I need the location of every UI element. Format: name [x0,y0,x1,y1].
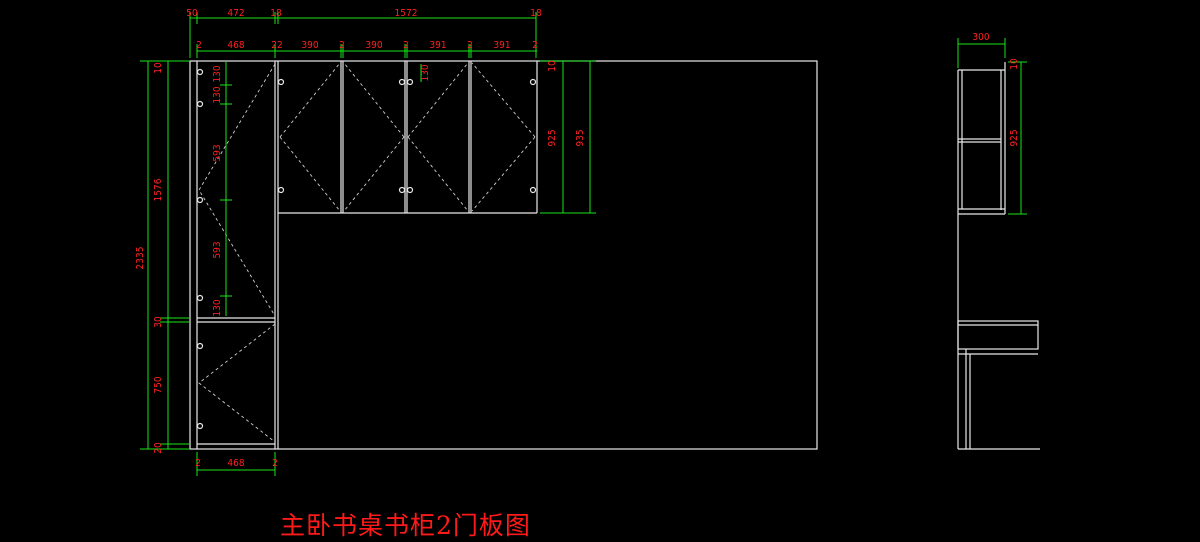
dim-top2-k: 2 [532,40,538,51]
dim-top2-b: 468 [227,40,244,51]
dim-inner-130b: 130 [212,86,223,103]
dim-top2-a: 2 [196,40,202,51]
dim-top1-18a: 18 [270,8,282,19]
dim-left-20: 20 [153,442,164,454]
dim-top2-j: 391 [493,40,510,51]
drawing-title: 主卧书桌书柜2门板图 [280,511,531,540]
dim-top2-e: 2 [339,40,345,51]
dim-left-750: 750 [153,376,164,393]
tall-cabinet [196,61,279,449]
dim-side-925: 925 [1009,129,1020,146]
dim-top2-i: 2 [467,40,473,51]
dim-left-30: 30 [153,316,164,328]
room-outline [189,60,818,450]
dim-ur-10: 10 [547,60,558,72]
dim-top2-f: 390 [365,40,382,51]
dim-ur-935: 935 [575,129,586,146]
dim-inner-593b: 593 [212,241,223,258]
dim-top2-d: 390 [301,40,318,51]
dim-ur-925: 925 [547,129,558,146]
dim-bot-468: 468 [227,458,244,469]
dim-top1-18b: 18 [530,8,542,19]
dim-left-10: 10 [153,62,164,74]
dim-top2-g: 2 [403,40,409,51]
dim-top1-472: 472 [227,8,244,19]
dim-inner-593a: 593 [212,144,223,161]
dim-side-10: 10 [1009,58,1020,70]
dim-inner-130c: 130 [212,299,223,316]
dimension-text: 50 472 18 1572 18 2 468 22 390 2 390 2 3… [135,8,1020,469]
dim-top2-h: 391 [429,40,446,51]
dimension-lines [140,12,1027,476]
dim-left-2335: 2335 [135,247,146,270]
dim-left-1576: 1576 [153,178,164,201]
dim-side-300: 300 [972,32,989,43]
dim-bot-2a: 2 [195,458,201,469]
dim-top2-c: 22 [271,40,282,51]
upper-cabinet [277,61,538,214]
dim-top1-50: 50 [186,8,198,19]
dim-top1-1572: 1572 [395,8,418,19]
dim-cab-130: 130 [420,64,431,81]
dim-bot-2b: 2 [272,458,278,469]
dim-inner-130a: 130 [212,65,223,82]
side-view [957,62,1040,450]
